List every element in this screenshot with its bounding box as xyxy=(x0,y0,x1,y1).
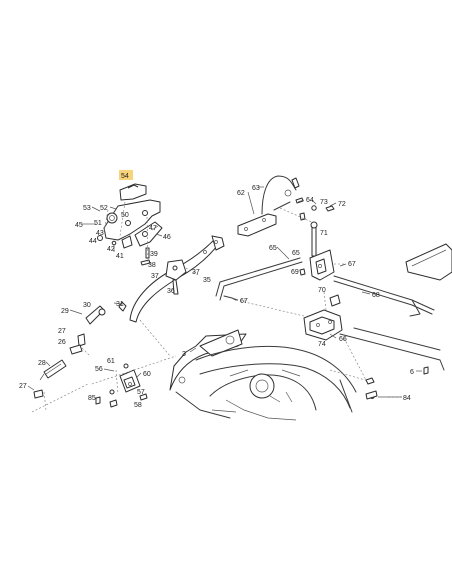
callout-3: 3 xyxy=(182,351,186,358)
callout-58: 58 xyxy=(134,402,142,409)
callout-37-b: 37 xyxy=(192,269,200,276)
callout-57: 57 xyxy=(137,389,145,396)
left-lever-spring xyxy=(33,301,127,411)
callout-6: 6 xyxy=(410,369,414,376)
callout-70: 70 xyxy=(318,287,326,294)
right-small-parts xyxy=(365,366,429,400)
callout-67-a: 67 xyxy=(348,261,356,268)
callout-51: 51 xyxy=(94,220,102,227)
callout-62: 62 xyxy=(237,190,245,197)
callout-46: 46 xyxy=(163,234,171,241)
callout-27-a: 27 xyxy=(58,328,66,335)
callouts: 54 53 52 51 50 45 44 43 42 41 47 46 39 3… xyxy=(19,170,414,409)
callout-41: 41 xyxy=(116,253,124,260)
callout-73: 73 xyxy=(320,199,328,206)
callout-69: 69 xyxy=(291,269,299,276)
mower-chassis xyxy=(169,329,373,421)
callout-54: 54 xyxy=(121,173,129,180)
lower-right-bracket xyxy=(303,291,445,371)
callout-74: 74 xyxy=(318,341,326,348)
callout-28: 28 xyxy=(38,360,46,367)
callout-27-b: 27 xyxy=(19,383,27,390)
upper-right-controls xyxy=(215,175,335,301)
callout-36: 36 xyxy=(167,288,175,295)
callout-35: 35 xyxy=(203,277,211,284)
curved-handle xyxy=(129,235,225,323)
right-linkage xyxy=(240,243,452,317)
lower-left-bracket xyxy=(95,363,148,408)
callout-47: 47 xyxy=(149,225,157,232)
callout-67-b: 67 xyxy=(240,298,248,305)
part-50-bracket xyxy=(103,199,161,241)
callout-84: 84 xyxy=(403,395,411,402)
callout-26: 26 xyxy=(58,339,66,346)
callout-56: 56 xyxy=(95,366,103,373)
callout-29: 29 xyxy=(61,308,69,315)
callout-65-b: 65 xyxy=(292,250,300,257)
callout-45: 45 xyxy=(75,222,83,229)
callout-64: 64 xyxy=(306,197,314,204)
leader-lines xyxy=(27,186,422,398)
callout-60: 60 xyxy=(143,371,151,378)
callout-65-a: 65 xyxy=(269,245,277,252)
callout-66: 66 xyxy=(339,336,347,343)
callout-53: 53 xyxy=(83,205,91,212)
callout-30: 30 xyxy=(83,302,91,309)
callout-38: 38 xyxy=(148,262,156,269)
callout-54-highlight xyxy=(119,170,133,180)
callout-52: 52 xyxy=(100,205,108,212)
callout-39: 39 xyxy=(150,251,158,258)
callout-43: 43 xyxy=(96,230,104,237)
callout-37-a: 37 xyxy=(151,273,159,280)
callout-50: 50 xyxy=(121,212,129,219)
callout-68: 68 xyxy=(372,292,380,299)
callout-71: 71 xyxy=(320,230,328,237)
callout-72: 72 xyxy=(338,201,346,208)
callout-63: 63 xyxy=(252,185,260,192)
callout-61: 61 xyxy=(107,358,115,365)
callout-44: 44 xyxy=(89,238,97,245)
part-54-shape xyxy=(119,183,147,201)
callout-42: 42 xyxy=(107,246,115,253)
reference-lines xyxy=(31,299,367,413)
callout-85: 85 xyxy=(88,395,96,402)
callout-31: 31 xyxy=(116,301,124,308)
